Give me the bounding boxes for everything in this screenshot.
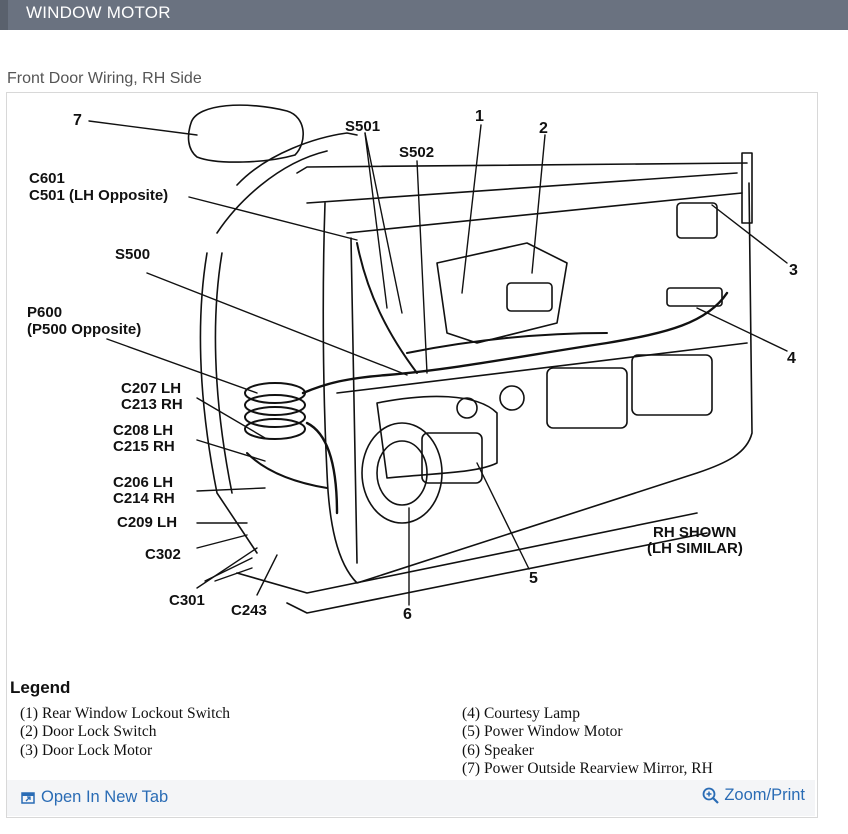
- leader-lines: [88, 120, 788, 606]
- callout-3: 3: [789, 262, 798, 279]
- zoom-icon: [702, 787, 720, 804]
- callout-c207: C207 LH: [121, 380, 182, 397]
- note-lh-similar: (LH SIMILAR): [647, 540, 743, 557]
- callout-s502: S502: [399, 144, 435, 161]
- zoom-label: Zoom/Print: [724, 786, 805, 804]
- open-tab-label: Open In New Tab: [41, 788, 169, 806]
- callout-7: 7: [73, 112, 82, 129]
- page-title: WINDOW MOTOR: [26, 3, 171, 22]
- header-accent: [0, 0, 8, 30]
- open-tab-icon: [21, 791, 35, 804]
- legend-item: (2) Door Lock Switch: [20, 723, 157, 740]
- lock-assembly: [436, 242, 568, 344]
- callout-c301: C301: [169, 592, 205, 609]
- figure-caption: Front Door Wiring, RH Side: [7, 70, 202, 87]
- callout-c209: C209 LH: [117, 514, 178, 531]
- callout-p500: (P500 Opposite): [27, 321, 142, 338]
- callout-c213: C213 RH: [121, 396, 183, 413]
- callout-c243: C243: [231, 602, 267, 619]
- legend-item: (4) Courtesy Lamp: [462, 705, 580, 722]
- legend-title: Legend: [10, 678, 71, 697]
- legend-item: (5) Power Window Motor: [462, 723, 623, 740]
- zoom-print-link[interactable]: Zoom/Print: [702, 786, 805, 805]
- callout-4: 4: [787, 350, 796, 367]
- callout-c601: C601: [29, 170, 65, 187]
- legend-item: (3) Door Lock Motor: [20, 742, 153, 759]
- legend-item: (6) Speaker: [462, 742, 534, 759]
- legend-item: (7) Power Outside Rearview Mirror, RH: [462, 760, 713, 777]
- open-new-tab-link[interactable]: Open In New Tab: [21, 788, 168, 807]
- door-illustration: [88, 104, 788, 614]
- note-rh-shown: RH SHOWN: [653, 524, 737, 541]
- page-header: WINDOW MOTOR: [0, 0, 848, 30]
- callout-2: 2: [539, 120, 548, 137]
- mirror-shape: [187, 104, 304, 163]
- callout-1: 1: [475, 108, 484, 125]
- panel-cutout-1: [546, 367, 628, 429]
- callout-p600: P600: [27, 304, 63, 321]
- callout-c215: C215 RH: [113, 438, 175, 455]
- motor-shape: [421, 432, 483, 484]
- callout-c208: C208 LH: [113, 422, 174, 439]
- window-frame: [236, 132, 358, 186]
- legend-item: (1) Rear Window Lockout Switch: [20, 705, 231, 722]
- figure-footer: Open In New Tab Zoom/Print: [7, 780, 815, 816]
- callout-s501: S501: [345, 118, 381, 135]
- callout-5: 5: [529, 570, 538, 587]
- callout-s500: S500: [115, 246, 151, 263]
- door-shell: [322, 182, 753, 584]
- panel-cutout-2: [631, 354, 713, 416]
- callout-c501: C501 (LH Opposite): [29, 187, 169, 204]
- callout-6: 6: [403, 606, 412, 623]
- speaker-shape: [361, 422, 443, 524]
- wiring-diagram: 7 S501 S502 1 2 3 4 C601 C501 (LH Opposi…: [6, 92, 818, 818]
- callout-c302: C302: [145, 546, 181, 563]
- callout-c214: C214 RH: [113, 490, 175, 507]
- callout-c206: C206 LH: [113, 474, 174, 491]
